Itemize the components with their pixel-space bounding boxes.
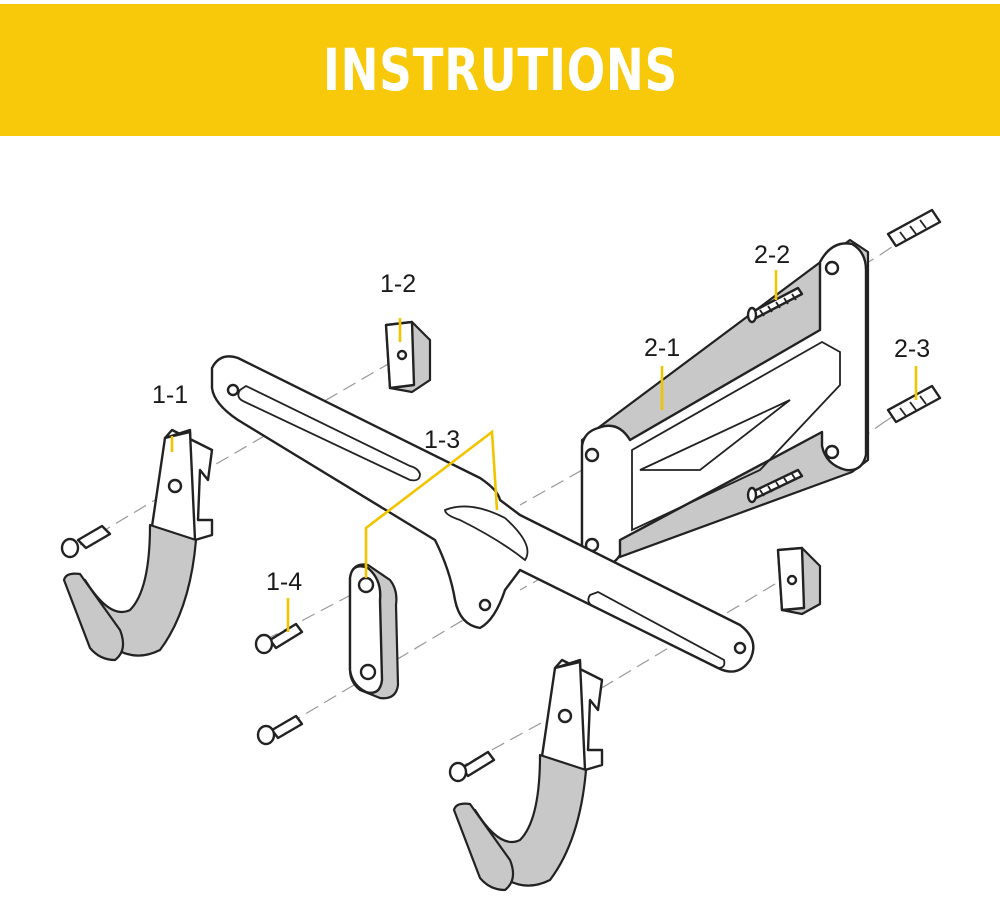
spacer-pad-lower xyxy=(776,546,822,616)
label-1-4: 1-4 xyxy=(266,568,302,596)
wood-screw-upper xyxy=(746,286,804,324)
main-crossbar xyxy=(210,355,755,673)
page-title: INSTRUTIONS xyxy=(322,36,678,104)
hex-bolt-lower xyxy=(256,714,304,746)
title-banner: INSTRUTIONS xyxy=(0,4,1000,136)
bike-hook-right xyxy=(452,658,604,892)
part-labels: 1-1 1-2 1-3 1-4 2-1 2-2 2-3 xyxy=(152,241,930,596)
label-1-2: 1-2 xyxy=(380,270,416,298)
hex-bolt-middle xyxy=(254,622,304,655)
wall-anchor-upper xyxy=(886,208,942,248)
label-2-1: 2-1 xyxy=(644,334,680,362)
label-1-3: 1-3 xyxy=(424,426,460,454)
hex-bolt-right xyxy=(448,750,496,783)
hex-bolt-left xyxy=(60,524,112,559)
label-2-2: 2-2 xyxy=(754,241,790,269)
spacer-pad-upper xyxy=(384,320,432,394)
wall-anchor-lower xyxy=(886,384,942,424)
label-2-3: 2-3 xyxy=(894,335,930,363)
callout-leaders xyxy=(170,270,918,632)
link-bracket xyxy=(348,563,400,700)
label-1-1: 1-1 xyxy=(152,381,188,409)
bike-hook-left xyxy=(62,428,214,662)
wall-mount-plate xyxy=(580,238,870,567)
wood-screw-lower xyxy=(746,468,804,504)
